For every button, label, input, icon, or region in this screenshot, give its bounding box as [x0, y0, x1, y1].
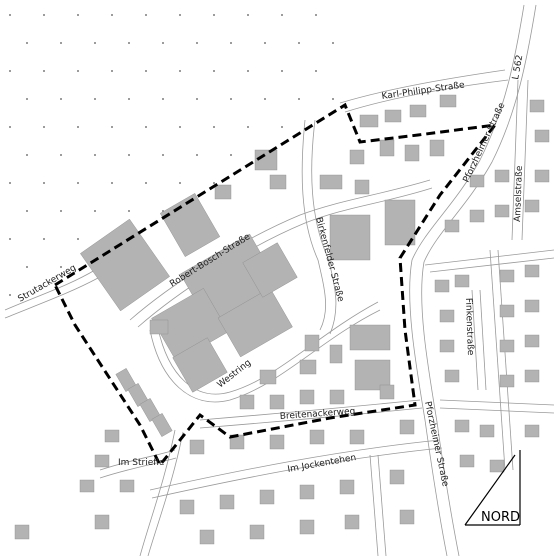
north-arrow-icon — [464, 450, 521, 526]
buildings — [14, 94, 550, 545]
label-finkenstrasse: Finkenstraße — [463, 298, 475, 356]
label-pforzheimer-bottom: Pforzheimer Straße — [422, 401, 450, 488]
label-strutackerweg: Strutackerweg — [17, 263, 79, 304]
label-amselstrasse: Amselstraße — [513, 165, 525, 222]
label-l562: L 562 — [511, 54, 525, 80]
label-im-striefle: Im Striefle — [118, 458, 165, 468]
north-label: NORD — [481, 510, 520, 525]
plan-boundary — [53, 102, 499, 468]
field-dots — [9, 14, 334, 296]
